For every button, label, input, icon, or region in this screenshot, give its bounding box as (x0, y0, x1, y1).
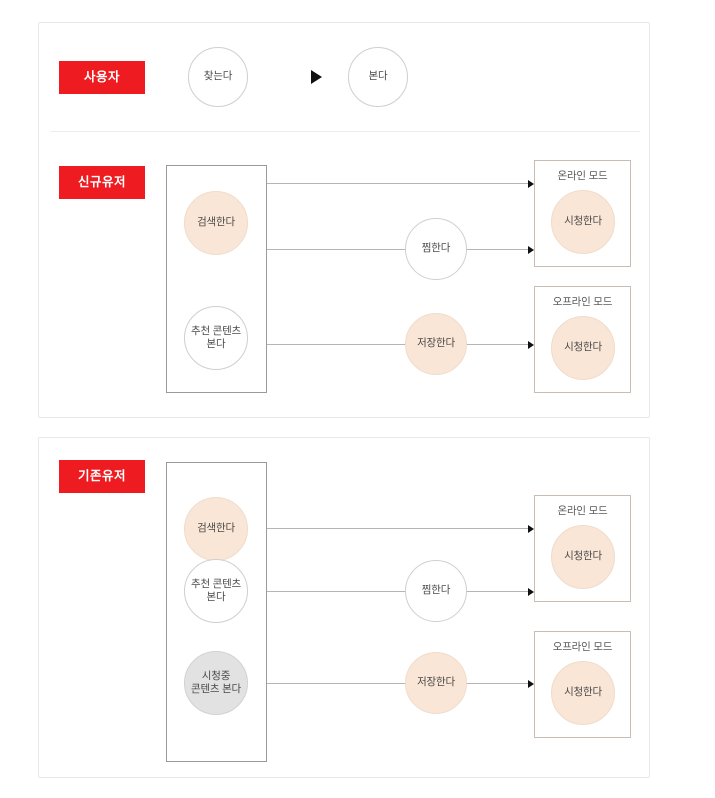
node-existing-continue-watching[interactable]: 시청중 콘텐츠 본다 (184, 651, 248, 715)
arrowhead-existing-search-online (528, 525, 534, 533)
edge-new-wishlist-to-online (467, 249, 529, 250)
edge-new-recommended-to-save (267, 344, 405, 345)
existing-user-flow-card: 기존유저 검색한다 추천 콘텐츠 본다 시청중 콘텐츠 본다 찜한다 저장한다 … (38, 437, 650, 778)
node-new-recommended[interactable]: 추천 콘텐츠 본다 (184, 306, 248, 370)
edge-new-search-to-online (267, 183, 529, 184)
offline-mode-label: 오프라인 모드 (552, 296, 613, 308)
node-new-offline-watch[interactable]: 시청한다 (551, 316, 615, 380)
play-triangle-icon (311, 70, 322, 84)
node-existing-search[interactable]: 검색한다 (184, 497, 248, 561)
node-existing-online-watch[interactable]: 시청한다 (551, 525, 615, 589)
badge-user: 사용자 (59, 61, 145, 94)
node-new-wishlist[interactable]: 찜한다 (405, 218, 467, 280)
arrowhead-existing-wishlist-online (528, 588, 534, 596)
existing-user-entry-group (166, 462, 267, 762)
new-user-online-mode-box: 온라인 모드 시청한다 (534, 160, 631, 267)
edge-new-save-to-offline (467, 344, 529, 345)
edge-existing-recommended-to-wishlist (267, 591, 405, 592)
node-existing-wishlist[interactable]: 찜한다 (405, 560, 467, 622)
node-user-find[interactable]: 찾는다 (188, 47, 248, 107)
new-user-entry-group (166, 165, 267, 393)
node-existing-recommended[interactable]: 추천 콘텐츠 본다 (184, 559, 248, 623)
edge-existing-search-to-online (267, 528, 529, 529)
section-divider (50, 131, 640, 132)
arrowhead-new-wishlist-online (528, 246, 534, 254)
badge-existing-user: 기존유저 (59, 460, 145, 493)
node-existing-save[interactable]: 저장한다 (405, 652, 467, 714)
edge-existing-save-to-offline (467, 683, 529, 684)
node-new-online-watch[interactable]: 시청한다 (551, 190, 615, 254)
edge-existing-wishlist-to-online (467, 591, 529, 592)
existing-user-offline-mode-box: 오프라인 모드 시청한다 (534, 631, 631, 738)
node-new-save[interactable]: 저장한다 (405, 313, 467, 375)
arrowhead-new-save-offline (528, 341, 534, 349)
edge-existing-continue-to-save (267, 683, 405, 684)
edge-new-search-to-wishlist (267, 249, 405, 250)
arrowhead-new-search-online (528, 180, 534, 188)
online-mode-label: 온라인 모드 (557, 170, 608, 182)
node-user-watch[interactable]: 본다 (348, 47, 408, 107)
badge-new-user: 신규유저 (59, 166, 145, 199)
offline-mode-label: 오프라인 모드 (552, 641, 613, 653)
node-existing-offline-watch[interactable]: 시청한다 (551, 661, 615, 725)
online-mode-label: 온라인 모드 (557, 505, 608, 517)
existing-user-online-mode-box: 온라인 모드 시청한다 (534, 495, 631, 602)
node-new-search[interactable]: 검색한다 (184, 191, 248, 255)
arrowhead-existing-save-offline (528, 680, 534, 688)
new-user-offline-mode-box: 오프라인 모드 시청한다 (534, 286, 631, 393)
new-user-flow-card: 사용자 찾는다 본다 신규유저 검색한다 추천 콘텐츠 본다 찜한다 저장한다 … (38, 22, 650, 418)
